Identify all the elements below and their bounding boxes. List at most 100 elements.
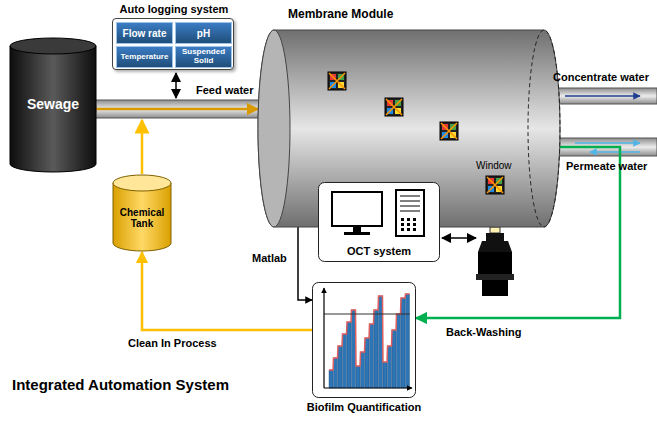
sensor-cell: Flow rate (116, 22, 173, 44)
biofilm-window (440, 122, 458, 140)
logging-link (176, 73, 177, 98)
drawing-part (388, 346, 392, 388)
biofilm-window (385, 98, 403, 116)
drawing-part (400, 201, 420, 202)
drawing-part (575, 142, 640, 144)
drawing-part (400, 196, 420, 197)
edge-label: Back-Washing (446, 326, 521, 338)
node-text: Biofilm Quantification (272, 401, 456, 413)
drawing-part (344, 232, 370, 235)
sewage-tank: Sewage (10, 38, 96, 172)
drawing-part (486, 176, 504, 194)
drawing-part (329, 73, 345, 89)
oct-camera-link (442, 238, 476, 239)
drawing-part (329, 294, 410, 370)
drawing-part (406, 294, 410, 388)
feed-pipe (88, 100, 264, 118)
drawing-part (487, 177, 503, 193)
tank-top (10, 38, 96, 54)
drawing-part (413, 228, 416, 231)
drawing-part (396, 190, 424, 236)
drawing-part (413, 218, 416, 221)
drawing-part (400, 206, 420, 207)
drawing-part (413, 223, 416, 226)
sensor-cell: Suspended Solid (175, 46, 232, 68)
node-text: pH (176, 23, 231, 43)
oct-system-box: OCT system (318, 182, 440, 262)
drawing-part (370, 324, 374, 388)
chart-box-outline (313, 283, 416, 398)
edge-label: Feed water (196, 84, 253, 96)
drawing-part (365, 338, 369, 388)
window-label: Window (476, 160, 512, 171)
drawing-part (334, 358, 338, 388)
chemical-dosing-line (142, 120, 143, 174)
drawing-part (401, 223, 404, 226)
drawing-part (401, 218, 404, 221)
drawing-part (400, 211, 420, 212)
drawing-part (490, 227, 500, 233)
sensor-cell: pH (175, 22, 232, 44)
oct-box-outline (319, 183, 440, 262)
chemical-tank: Chemical Tank (113, 175, 171, 251)
node-text: Auto logging system (93, 3, 255, 15)
drawing-part (323, 288, 324, 388)
drawing-part (374, 310, 378, 388)
drawing-part (329, 370, 333, 388)
drawing-part (347, 322, 351, 388)
drawing-part (332, 192, 382, 226)
pipe-label: Permeate water (566, 160, 647, 172)
node-text: OCT system (318, 245, 440, 257)
drawing-part (486, 233, 504, 241)
drawing-part (478, 241, 512, 252)
edge-label: Clean In Process (128, 337, 217, 349)
biofilm-window (328, 72, 346, 90)
flow-connector (96, 108, 258, 111)
drawing-part (407, 223, 410, 226)
node-text: Sewage (10, 38, 96, 172)
oct-probe-camera (476, 227, 514, 296)
biofilm-bar-chart (324, 288, 412, 388)
drawing-part (478, 252, 512, 274)
flow-connector (142, 252, 312, 330)
drawing-part (343, 334, 347, 388)
drawing-part (324, 314, 410, 315)
drawing-part (386, 99, 402, 115)
drawing-part (407, 228, 410, 231)
drawing-part (401, 228, 404, 231)
drawing-part (353, 226, 361, 232)
edge-label: Matlab (252, 252, 287, 264)
drawing-part (92, 100, 264, 118)
node-outline (312, 282, 416, 398)
sensor-cell: Temperature (116, 46, 173, 68)
drawing-part (175, 73, 177, 98)
drawing-part (338, 346, 342, 388)
drawing-part (401, 298, 405, 388)
node-text: Temperature (117, 47, 172, 67)
node-text: Membrane Module (288, 8, 393, 21)
drawing-part (441, 123, 457, 139)
tank-top (113, 175, 171, 191)
pc-tower-icon (396, 190, 424, 236)
monitor-icon (332, 192, 382, 235)
drawing-part (392, 330, 396, 388)
drawing-part (476, 274, 514, 280)
drawing-part (482, 280, 508, 296)
drawing-part (356, 366, 360, 388)
auto-logging-panel: Flow ratepHTemperatureSuspended SolidAut… (112, 18, 234, 70)
drawing-part (361, 352, 365, 388)
drawing-part (590, 151, 640, 153)
drawing-part (565, 95, 640, 97)
drawing-part (442, 237, 476, 239)
node-text: Suspended Solid (176, 47, 231, 67)
biofilm-chart-box: Biofilm Quantification (312, 282, 416, 398)
module-outlet-end (528, 30, 560, 227)
drawing-part (385, 98, 403, 116)
drawing-part (407, 218, 410, 221)
diagram-title: Integrated Automation System (12, 376, 229, 393)
drawing-part (440, 122, 458, 140)
node-text: Flow rate (117, 23, 172, 43)
drawing-part (328, 72, 346, 90)
drawing-part (397, 314, 401, 388)
